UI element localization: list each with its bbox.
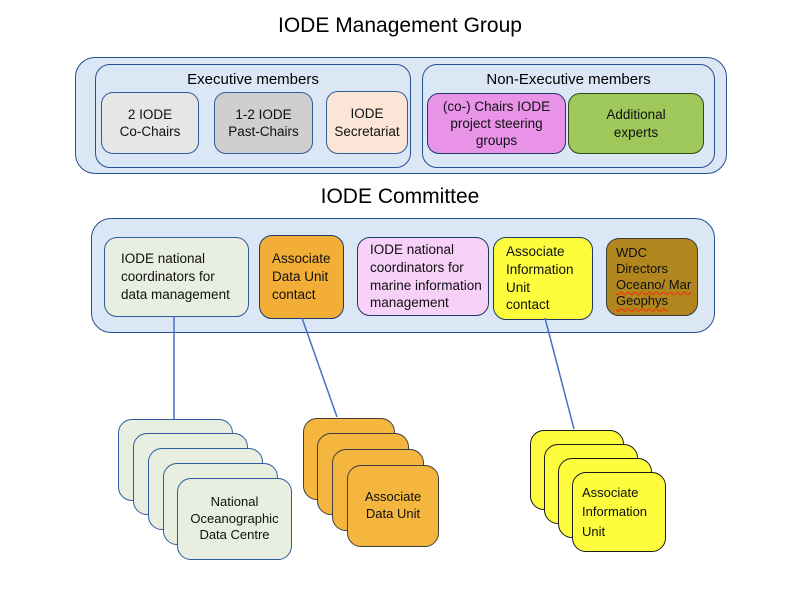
- box-chairs-project-steering-groups: (co-) Chairs IODE project steering group…: [427, 93, 566, 154]
- box-wdc-directors: WDC Directors Oceano/ Mar Geophys: [606, 238, 698, 316]
- box-iode-co-chairs-label: 2 IODE Co-Chairs: [119, 106, 181, 139]
- box-national-coordinators-marine-information-label: IODE national coordinators for marine in…: [370, 241, 482, 311]
- box-chairs-project-steering-groups-label: (co-) Chairs IODE project steering group…: [442, 98, 551, 149]
- stack-card-front: Associate Data Unit: [347, 465, 439, 547]
- stack-associate-data-unit: Associate Data Unit: [303, 418, 448, 550]
- stack-card-front: National Oceanographic Data Centre: [177, 478, 292, 560]
- management-group-title: IODE Management Group: [278, 14, 522, 37]
- connector-line-aiu: [544, 317, 575, 430]
- box-iode-past-chairs: 1-2 IODE Past-Chairs: [214, 92, 313, 154]
- non-executive-members-header: Non-Executive members: [486, 71, 651, 88]
- committee-title: IODE Committee: [320, 185, 480, 208]
- box-national-coordinators-data-management-label: IODE national coordinators for data mana…: [121, 251, 230, 302]
- stack-national-oceanographic-data-centre: National Oceanographic Data Centre: [118, 419, 298, 564]
- box-iode-secretariat-label: IODE Secretariat: [334, 106, 400, 139]
- executive-members-header: Executive members: [187, 71, 319, 88]
- management-group-container: Executive members 2 IODE Co-Chairs 1-2 I…: [75, 57, 727, 174]
- stack-aiu-label: Associate Information Unit: [582, 484, 648, 539]
- stack-associate-information-unit: Associate Information Unit: [530, 430, 670, 555]
- box-iode-co-chairs: 2 IODE Co-Chairs: [101, 92, 199, 154]
- box-associate-information-unit-contact-label: Associate Information Unit contact: [506, 243, 574, 313]
- committee-container: IODE national coordinators for data mana…: [91, 218, 715, 333]
- stack-card-front: Associate Information Unit: [572, 472, 666, 552]
- executive-members-group: Executive members 2 IODE Co-Chairs 1-2 I…: [95, 64, 411, 168]
- box-national-coordinators-marine-information: IODE national coordinators for marine in…: [357, 237, 489, 316]
- box-additional-experts-label: Additional experts: [606, 107, 666, 140]
- box-associate-data-unit-contact-label: Associate Data Unit contact: [272, 251, 331, 302]
- box-iode-secretariat: IODE Secretariat: [326, 91, 408, 154]
- non-executive-members-group: Non-Executive members (co-) Chairs IODE …: [422, 64, 715, 168]
- box-wdc-directors-label: WDC Directors: [616, 244, 669, 276]
- stack-nodc-label: National Oceanographic Data Centre: [190, 493, 279, 543]
- box-associate-information-unit-contact: Associate Information Unit contact: [493, 237, 593, 320]
- box-associate-data-unit-contact: Associate Data Unit contact: [259, 235, 344, 319]
- box-iode-past-chairs-label: 1-2 IODE Past-Chairs: [228, 106, 299, 139]
- stack-adu-label: Associate Data Unit: [364, 489, 422, 521]
- box-wdc-directors-misspelled-label: Oceano/ Mar Geophys: [616, 277, 692, 309]
- box-additional-experts: Additional experts: [568, 93, 704, 154]
- box-national-coordinators-data-management: IODE national coordinators for data mana…: [104, 237, 249, 317]
